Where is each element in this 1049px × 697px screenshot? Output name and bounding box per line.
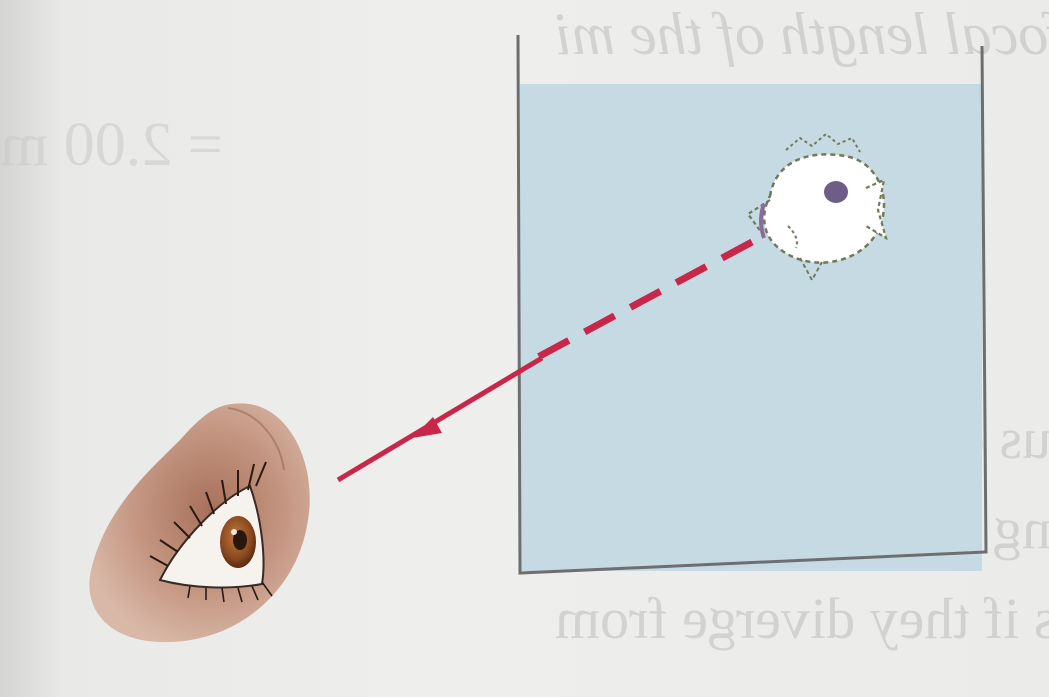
fish-fin-top bbox=[785, 132, 861, 153]
eye-highlight bbox=[231, 529, 237, 535]
fish-icon bbox=[746, 132, 888, 283]
fish-lower-fin bbox=[799, 257, 823, 283]
fish-body bbox=[762, 153, 886, 264]
light-ray-solid bbox=[336, 355, 544, 483]
fish-gill bbox=[787, 225, 798, 249]
water-tank bbox=[516, 34, 988, 575]
apparent-ray-dashed bbox=[523, 238, 754, 368]
eye-pupil bbox=[233, 530, 247, 550]
eyelashes-upper bbox=[149, 461, 267, 567]
tank-outline bbox=[516, 34, 988, 575]
fish-eye bbox=[824, 181, 848, 203]
fish-tail bbox=[865, 178, 888, 241]
eyelid-crease bbox=[227, 407, 285, 471]
ray-arrowhead bbox=[412, 417, 442, 438]
human-eye-icon bbox=[89, 403, 310, 643]
fish-lip bbox=[759, 203, 766, 239]
eyelashes-lower bbox=[187, 581, 273, 603]
